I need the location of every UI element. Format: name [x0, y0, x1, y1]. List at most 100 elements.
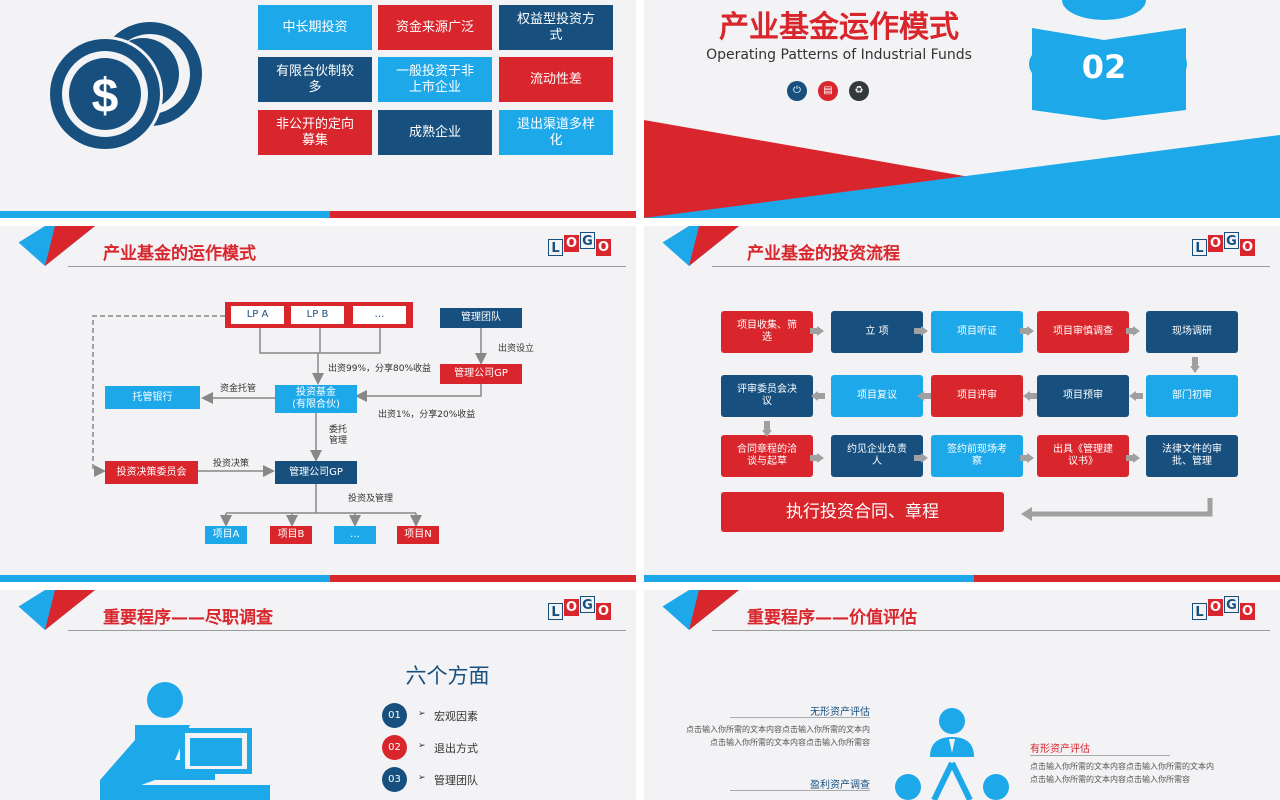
title-divider — [712, 630, 1270, 631]
arrow-bullet-icon: ➢ — [418, 773, 426, 783]
title-divider — [68, 630, 626, 631]
process-step: 约见企业负责人 — [831, 435, 923, 477]
bottom-bar-blue — [644, 575, 974, 582]
arrow-bullet-icon: ➢ — [418, 741, 426, 751]
fund-box: 投资基金 (有限合伙) — [275, 385, 357, 413]
process-step: 项目评审 — [931, 375, 1023, 417]
title-divider — [712, 266, 1270, 267]
tangible-divider — [1030, 755, 1170, 756]
process-step: 签约前现场考察 — [931, 435, 1023, 477]
custody-bank-box: 托管银行 — [105, 386, 200, 409]
slide-title: 重要程序——尽职调查 — [103, 608, 273, 628]
arrow-bullet-icon: ➢ — [418, 709, 426, 719]
corner-decoration — [644, 590, 739, 630]
logo-letter: O — [1208, 599, 1223, 616]
aspect-label: 退出方式 — [434, 742, 478, 755]
feature-box: 有限合伙制较多 — [258, 57, 372, 102]
slide-investment-process[interactable]: 产业基金的投资流程 L O G O 项目收集、筛选立 项项目听证项目审慎调查现场… — [644, 226, 1280, 582]
project-b: 项目B — [270, 526, 312, 544]
slide-fund-features[interactable]: $ 中长期投资资金来源广泛权益型投资方式有限合伙制较多一般投资于非上市企业流动性… — [0, 0, 636, 218]
bottom-bar-blue — [0, 575, 330, 582]
feature-box: 中长期投资 — [258, 5, 372, 50]
tangible-heading: 有形资产评估 — [1030, 744, 1090, 755]
logo-letter: O — [596, 603, 611, 620]
decision-label: 投资决策 — [213, 459, 250, 469]
process-step: 项目收集、筛选 — [721, 311, 813, 353]
person-computer-icon — [100, 682, 270, 800]
section-title: 产业基金运作模式 — [719, 10, 959, 45]
intangible-text-line: 点击输入你所需的文本内容点击输入你所需的文本内 — [686, 725, 870, 734]
gp-bottom-box: 管理公司GP — [275, 461, 357, 484]
section-subtitle: Operating Patterns of Industrial Funds — [706, 47, 972, 63]
slide-title: 产业基金的投资流程 — [747, 244, 900, 264]
document-icon[interactable]: ▤ — [818, 81, 838, 101]
process-step: 项目听证 — [931, 311, 1023, 353]
slide-valuation[interactable]: 重要程序——价值评估 L O G O 无形资产评估 点击输入你所需的文本内容点击… — [644, 590, 1280, 800]
profit-heading: 盈利资产调查 — [810, 780, 870, 791]
slide-operation-model[interactable]: 产业基金的运作模式 L O G O — [0, 226, 636, 582]
bottom-bar-red — [330, 575, 636, 582]
logo-letter: O — [564, 599, 579, 616]
gp-top-box: 管理公司GP — [440, 364, 522, 384]
logo-letter: G — [1224, 232, 1239, 249]
process-step: 立 项 — [831, 311, 923, 353]
process-step: 项目审慎调查 — [1037, 311, 1129, 353]
aspect-number: 01 — [382, 703, 407, 728]
logo: L O G O — [548, 596, 614, 620]
bottom-bar-blue — [0, 211, 330, 218]
corner-decoration — [644, 226, 739, 266]
profit-divider — [730, 790, 870, 791]
logo-letter: G — [580, 232, 595, 249]
power-icon[interactable]: ⏻ — [787, 81, 807, 101]
lp-more: … — [353, 306, 406, 324]
corner-decoration — [0, 590, 95, 630]
mgmt-team-box: 管理团队 — [440, 308, 522, 328]
process-step: 项目预审 — [1037, 375, 1129, 417]
committee-box: 投资决策委员会 — [105, 461, 198, 484]
intangible-heading: 无形资产评估 — [810, 707, 870, 718]
lp-contribution-label: 出资99%，分享80%收益 — [328, 364, 432, 374]
process-step: 合同章程的洽谈与起草 — [721, 435, 813, 477]
logo-letter: O — [596, 239, 611, 256]
project-more: … — [334, 526, 376, 544]
feature-box: 成熟企业 — [378, 110, 492, 155]
bottom-bar-red — [974, 575, 1280, 582]
logo-letter: O — [564, 235, 579, 252]
aspect-label: 管理团队 — [434, 774, 478, 787]
people-network-icon — [895, 708, 1009, 800]
aspect-label: 宏观因素 — [434, 710, 478, 723]
corner-decoration — [0, 226, 95, 266]
intangible-divider — [730, 717, 870, 718]
intangible-text-line: 点击输入你所需的文本内容点击输入你所需容 — [710, 737, 870, 747]
logo-letter: O — [1208, 235, 1223, 252]
logo: L O G O — [1192, 596, 1258, 620]
decorative-triangles — [644, 120, 1280, 218]
aspect-number: 02 — [382, 735, 407, 760]
process-step: 出具《管理建议书》 — [1037, 435, 1129, 477]
aspect-number: 03 — [382, 767, 407, 792]
coin-icon: $ — [47, 22, 202, 152]
recycle-icon[interactable]: ♻ — [849, 81, 869, 101]
logo-letter: G — [1224, 596, 1239, 613]
feature-box: 权益型投资方式 — [499, 5, 613, 50]
intangible-text: 点击输入你所需的文本内容点击输入你所需的文本内 点击输入你所需的文本内容点击输入… — [664, 724, 870, 750]
process-arrows — [762, 326, 1213, 521]
custody-label: 资金托管 — [220, 384, 257, 394]
tangible-text-line: 点击输入你所需的文本内容点击输入你所需的文本内 — [1030, 762, 1214, 771]
tangible-text: 点击输入你所需的文本内容点击输入你所需的文本内 点击输入你所需的文本内容点击输入… — [1030, 761, 1250, 787]
title-divider — [68, 266, 626, 267]
setup-label: 出资设立 — [498, 344, 535, 354]
logo-letter: L — [548, 603, 563, 620]
logo-letter: G — [580, 596, 595, 613]
tangible-text-line: 点击输入你所需的文本内容点击输入你所需容 — [1030, 774, 1190, 784]
lp-b: LP B — [291, 306, 344, 324]
reader-icon — [1029, 0, 1187, 120]
svg-text:$: $ — [92, 70, 119, 123]
slide-title: 重要程序——价值评估 — [747, 608, 917, 628]
slide-section-cover[interactable]: 产业基金运作模式 Operating Patterns of Industria… — [644, 0, 1280, 218]
feature-box: 资金来源广泛 — [378, 5, 492, 50]
gp-contribution-label: 出资1%，分享20%收益 — [378, 410, 476, 420]
logo-letter: L — [548, 239, 563, 256]
logo-letter: O — [1240, 239, 1255, 256]
